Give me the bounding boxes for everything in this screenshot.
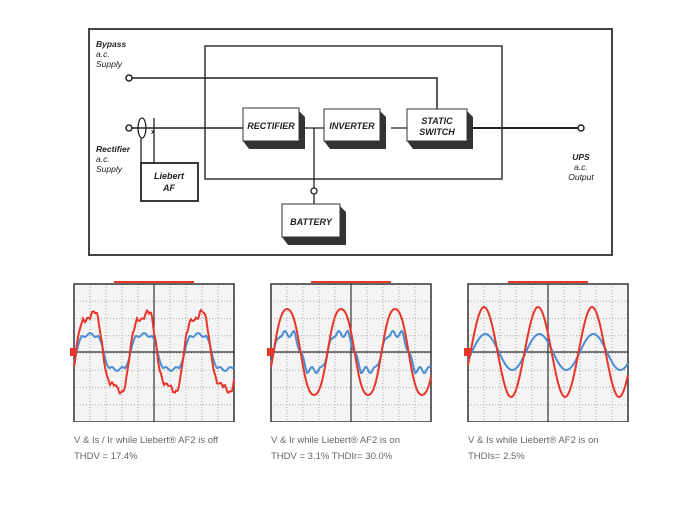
battery-block: BATTERY [282, 204, 346, 245]
ups-block-diagram: x Liebert AF RECTIFIER INVERTER STATIC S… [0, 0, 692, 262]
rectifier-label: RECTIFIER [247, 121, 295, 131]
static-label: STATIC [421, 116, 453, 126]
scope-trace-af-on-is [464, 272, 634, 422]
liebert-label: Liebert [154, 171, 185, 181]
inverter-label: INVERTER [329, 121, 375, 131]
liebert-af-box [141, 163, 198, 201]
caption-title: V & Is while Liebert® AF2 is on [468, 433, 599, 449]
bypass-terminal [126, 75, 132, 81]
battery-terminal [311, 188, 317, 194]
caption-af-on-ir: V & Ir while Liebert® AF2 is on THDV = 3… [271, 433, 400, 465]
caption-thd: THDV = 17.4% [74, 449, 218, 465]
switch-label: SWITCH [419, 127, 455, 137]
af-label: AF [162, 183, 175, 193]
scope-trace-af-on-ir [267, 272, 437, 422]
caption-af-on-is: V & Is while Liebert® AF2 is on THDIs= 2… [468, 433, 599, 465]
caption-af-off: V & Is / Ir while Liebert® AF2 is off TH… [74, 433, 218, 465]
caption-title: V & Ir while Liebert® AF2 is on [271, 433, 400, 449]
scope-trace-af-off [70, 272, 240, 422]
static-switch-block: STATIC SWITCH [407, 109, 473, 149]
rectifier-block: RECTIFIER [243, 108, 305, 149]
rectifier-supply-terminal [126, 125, 132, 131]
ups-output-terminal [578, 125, 584, 131]
caption-thd: THDIs= 2.5% [468, 449, 599, 465]
battery-label: BATTERY [290, 217, 333, 227]
caption-thd: THDV = 3.1% THDIr= 30.0% [271, 449, 400, 465]
inverter-block: INVERTER [324, 109, 386, 149]
caption-title: V & Is / Ir while Liebert® AF2 is off [74, 433, 218, 449]
svg-text:x: x [151, 129, 155, 136]
